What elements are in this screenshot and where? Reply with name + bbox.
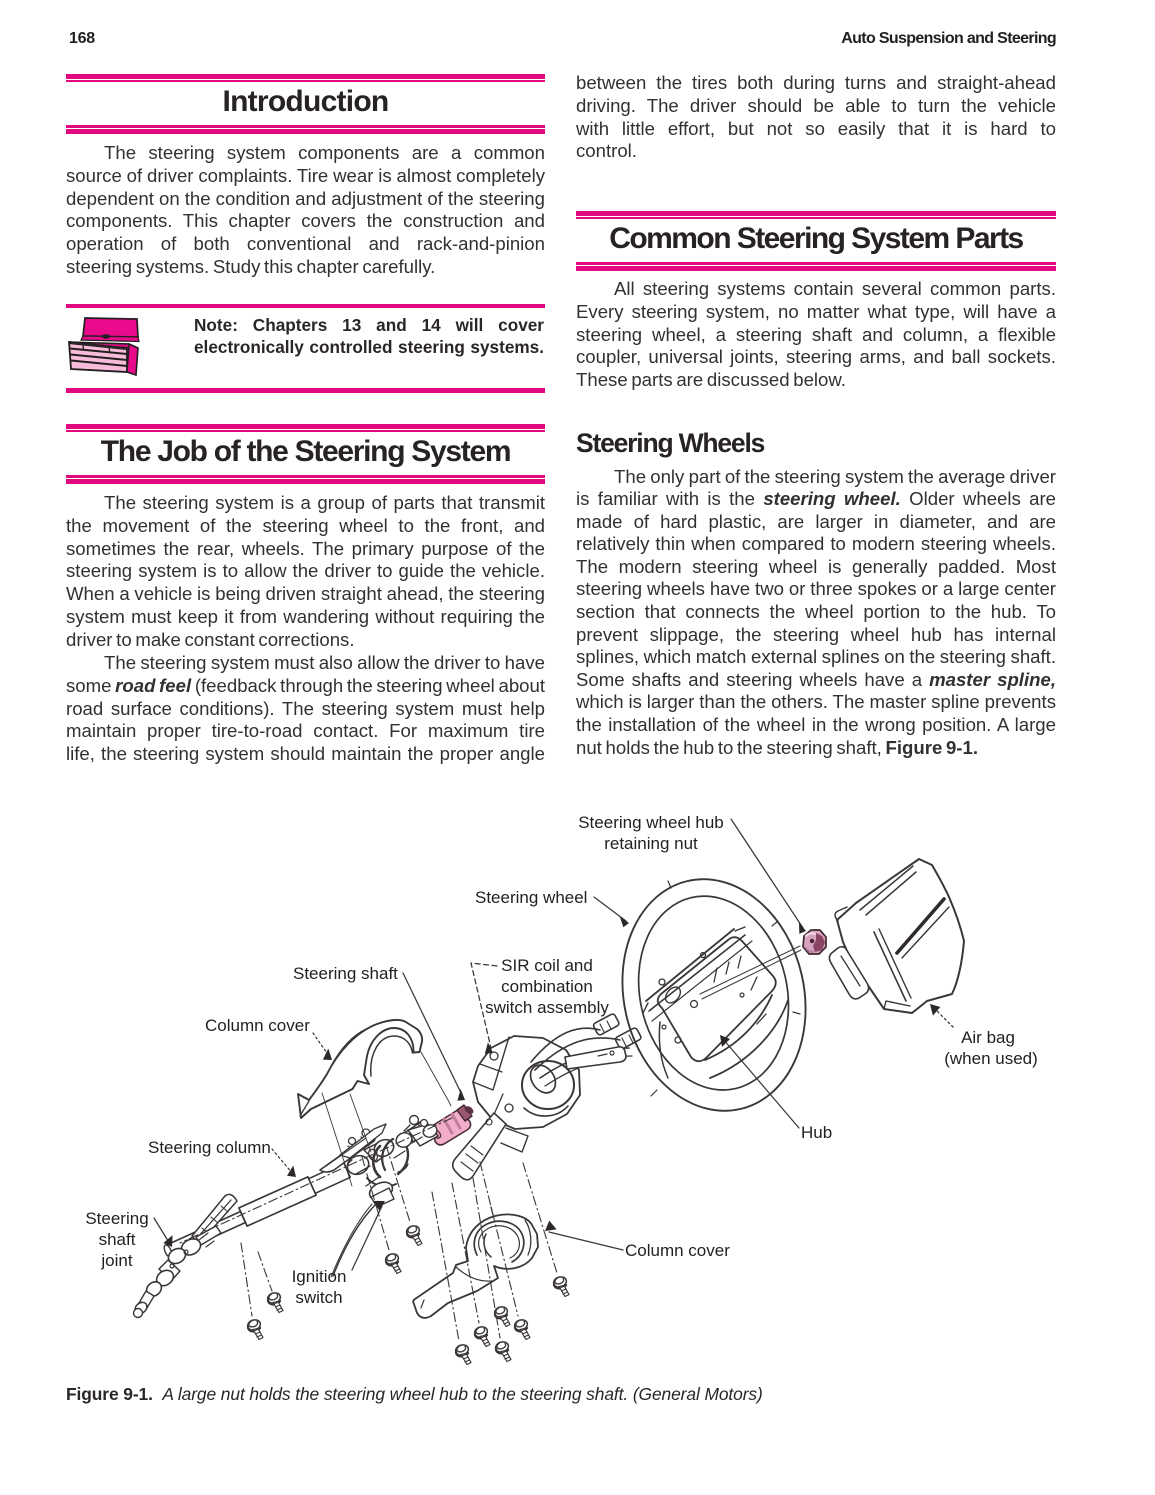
svg-text:Column cover: Column cover [205, 1016, 310, 1035]
svg-text:SIR coil and: SIR coil and [501, 956, 593, 975]
svg-text:Steering wheel hub: Steering wheel hub [578, 813, 724, 832]
svg-text:switch assembly: switch assembly [485, 998, 609, 1017]
svg-text:(when used): (when used) [944, 1049, 1038, 1068]
svg-text:combination: combination [501, 977, 593, 996]
svg-text:retaining nut: retaining nut [604, 834, 698, 853]
svg-text:switch: switch [295, 1288, 342, 1307]
svg-text:Hub: Hub [801, 1123, 832, 1142]
svg-text:Steering column: Steering column [148, 1138, 271, 1157]
svg-text:Column cover: Column cover [625, 1241, 730, 1260]
svg-text:Air bag: Air bag [961, 1028, 1015, 1047]
svg-text:joint: joint [100, 1251, 132, 1270]
svg-text:Steering: Steering [85, 1209, 148, 1228]
svg-text:Ignition: Ignition [292, 1267, 347, 1286]
svg-text:shaft: shaft [99, 1230, 136, 1249]
svg-text:Steering shaft: Steering shaft [293, 964, 398, 983]
svg-text:Steering wheel: Steering wheel [475, 888, 587, 907]
